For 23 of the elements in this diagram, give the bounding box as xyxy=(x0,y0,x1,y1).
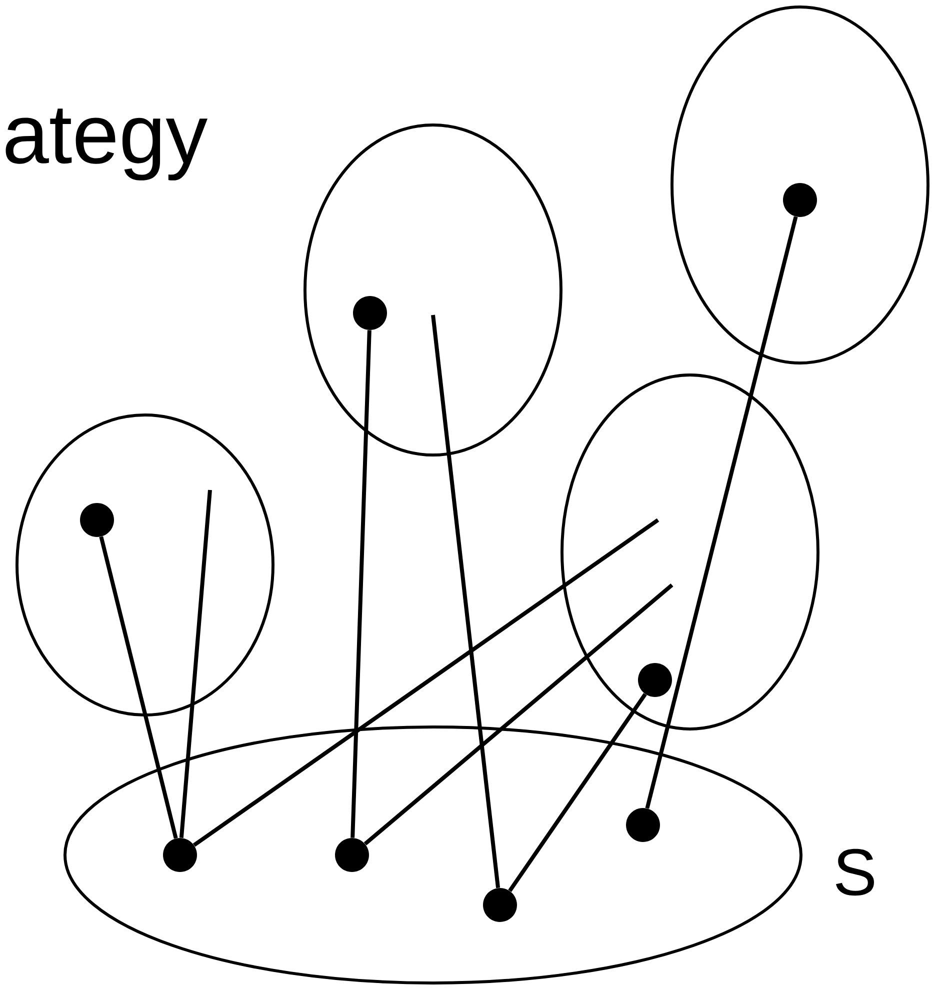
dot xyxy=(80,503,114,537)
ellipse-outline xyxy=(560,374,820,730)
line xyxy=(431,314,500,888)
dot xyxy=(353,296,387,330)
line xyxy=(645,216,798,809)
ellipse-outline xyxy=(16,414,274,716)
dot xyxy=(483,888,517,922)
dot xyxy=(626,808,660,842)
line xyxy=(508,693,647,892)
title: ategy xyxy=(6,108,208,180)
ellipse-outline xyxy=(670,6,930,364)
set-label: S xyxy=(836,848,874,896)
ellipse-outline xyxy=(64,726,802,984)
line xyxy=(364,583,674,846)
ellipse-outline xyxy=(304,124,562,456)
dot xyxy=(783,183,817,217)
line xyxy=(192,518,660,847)
line xyxy=(350,330,372,838)
dot xyxy=(335,838,369,872)
dot xyxy=(163,838,197,872)
line xyxy=(99,536,178,839)
dot xyxy=(638,663,672,697)
line xyxy=(179,490,212,838)
